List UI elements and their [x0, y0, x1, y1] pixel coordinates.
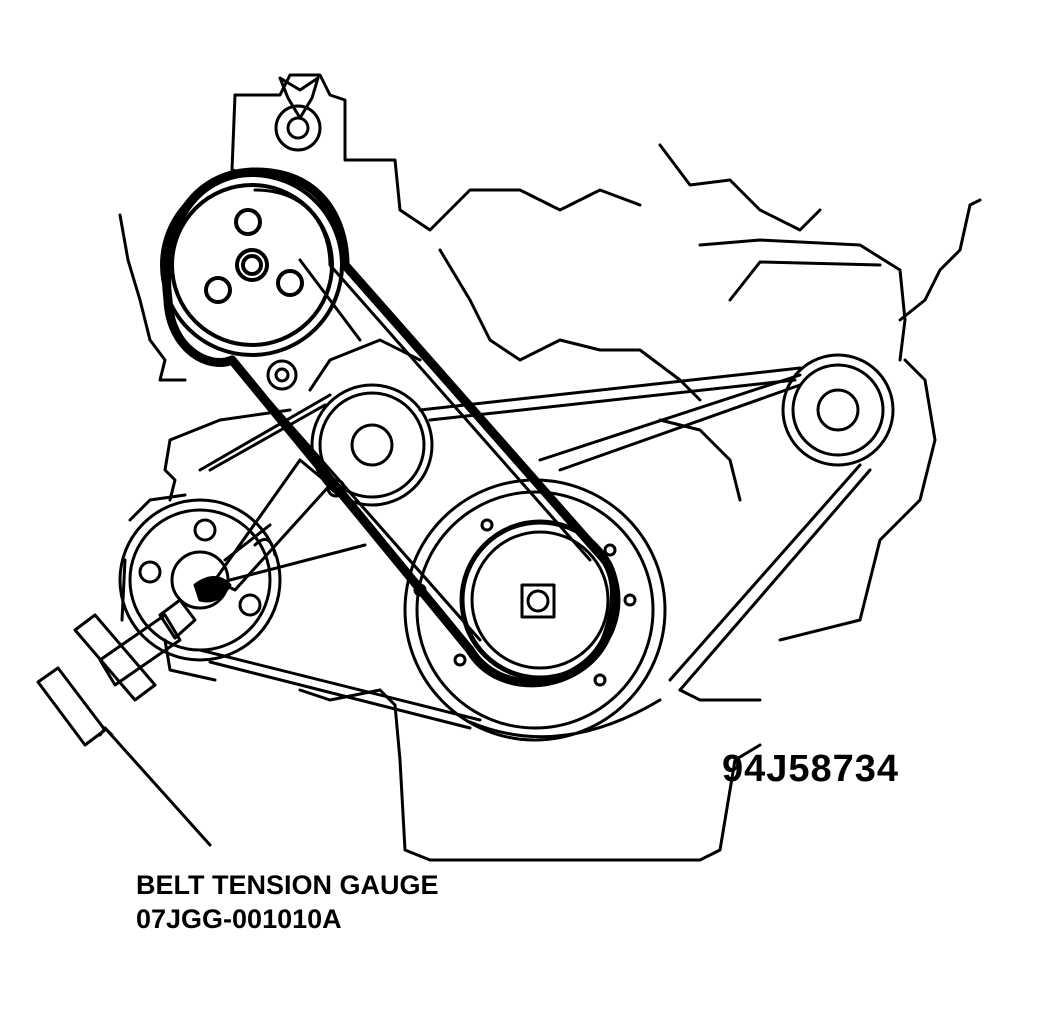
figure-id: 94J58734 — [722, 748, 900, 790]
idler-small — [266, 76, 322, 391]
crank-pulley — [403, 478, 667, 742]
engine-block-outline — [118, 73, 982, 862]
tool-name-label: BELT TENSION GAUGE — [136, 870, 439, 900]
tension-gauge — [36, 458, 367, 747]
callout-leader — [98, 726, 212, 847]
accessory-belt — [198, 366, 872, 739]
middle-pulley — [310, 383, 434, 507]
tool-part-number: 07JGG-001010A — [136, 904, 342, 934]
drive-belt — [162, 167, 619, 688]
right-pulley — [781, 353, 895, 467]
left-pulley — [118, 498, 282, 662]
